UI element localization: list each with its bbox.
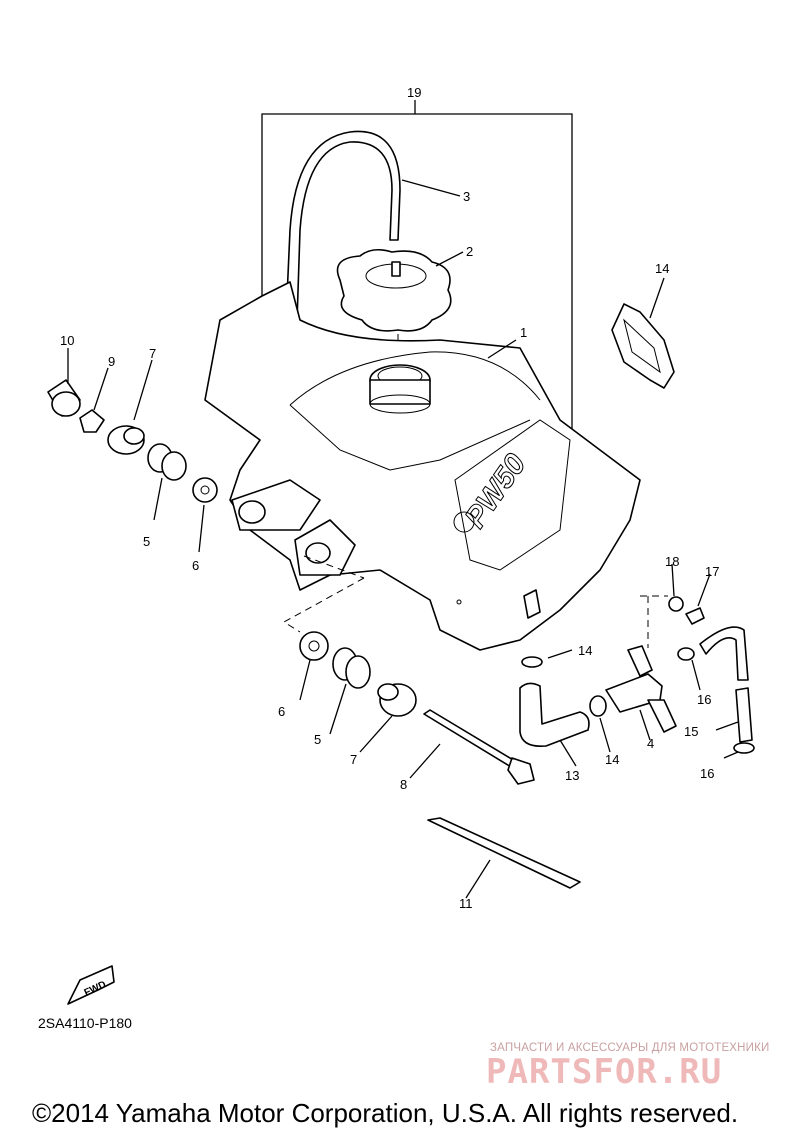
callout-4: 4: [647, 736, 654, 751]
callout-6b: 6: [278, 704, 285, 719]
breather-hose: [285, 130, 461, 323]
callout-5: 5: [143, 534, 150, 549]
callout-8: 8: [400, 777, 407, 792]
fuel-cock-assembly: [519, 563, 755, 767]
callout-16b: 16: [700, 766, 714, 781]
callout-12: 14: [655, 261, 669, 276]
gasket-12: [611, 277, 675, 389]
lower-mount-parts: [299, 631, 535, 785]
plate-11: [427, 817, 581, 899]
fuel-cap: [336, 248, 464, 360]
callout-6: 6: [192, 558, 199, 573]
callout-14b: 14: [605, 752, 619, 767]
callout-numbers: 19 3 2 14 1 10 9 7 5 6 18 17 14 16 6 5 4…: [60, 85, 719, 911]
assembly-bracket-19: [261, 100, 573, 470]
callout-15: 15: [684, 724, 698, 739]
callout-11: 11: [459, 896, 473, 911]
callout-16a: 16: [697, 692, 711, 707]
callout-13: 13: [565, 768, 579, 783]
callout-7b: 7: [350, 752, 357, 767]
watermark-tagline: ЗАПЧАСТИ И АКСЕССУАРЫ ДЛЯ МОТОТЕХНИКИ: [490, 1042, 770, 1054]
callout-14a: 14: [578, 643, 592, 658]
forward-direction-arrow: FWD: [67, 965, 115, 1005]
callout-17: 17: [705, 564, 719, 579]
callout-7: 7: [149, 346, 156, 361]
assembly-lines: [283, 555, 668, 648]
callout-18: 18: [665, 554, 679, 569]
callout-10: 10: [60, 333, 74, 348]
part-code: 2SA4110-P180: [38, 1015, 132, 1031]
upper-mount-parts: [47, 348, 218, 553]
watermark-logo: PARTSFOR.RU: [486, 1052, 723, 1092]
callout-19: 19: [407, 85, 421, 100]
callout-2: 2: [466, 244, 473, 259]
callout-9: 9: [108, 354, 115, 369]
fuel-tank: PW50: [204, 281, 641, 651]
callout-3: 3: [463, 189, 470, 204]
callout-5b: 5: [314, 732, 321, 747]
callout-1: 1: [520, 325, 527, 340]
copyright-notice: ©2014 Yamaha Motor Corporation, U.S.A. A…: [32, 1098, 739, 1128]
